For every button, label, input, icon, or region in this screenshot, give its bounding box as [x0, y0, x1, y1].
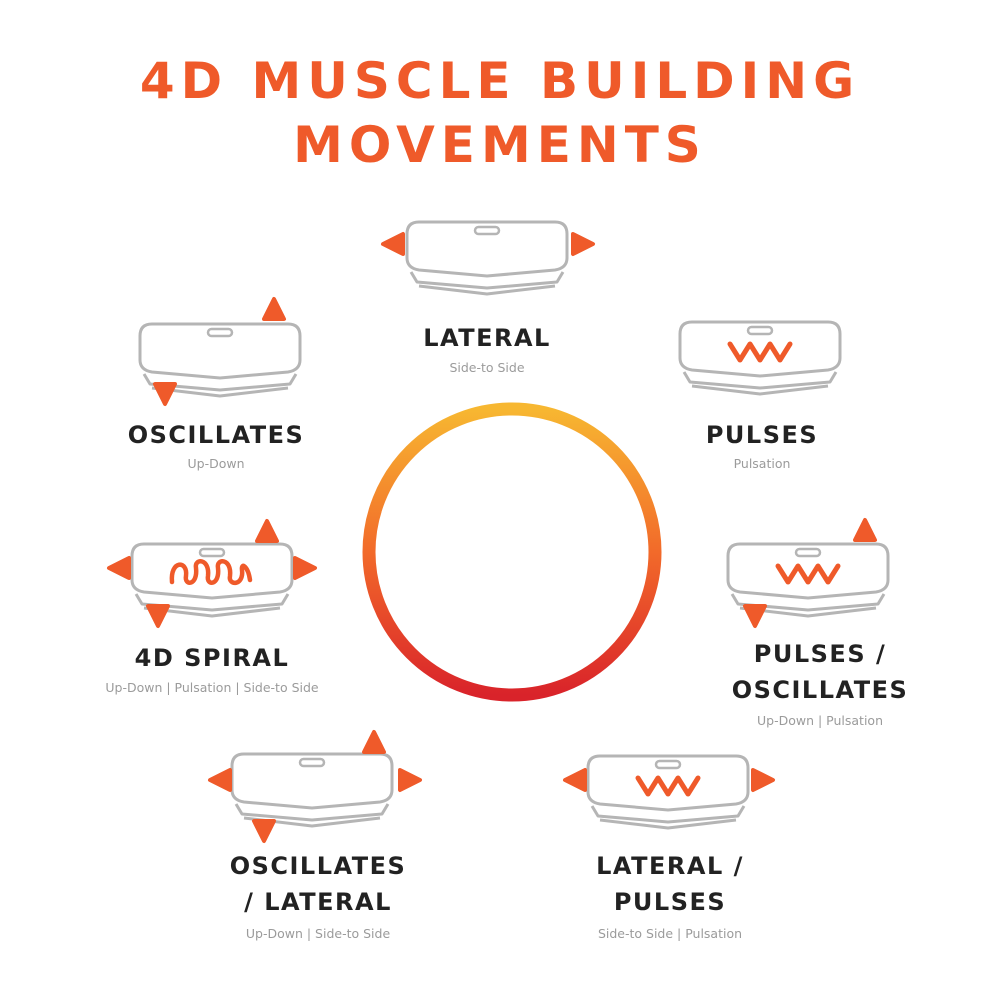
- label-oscillates-lateral: OSCILLATES / LATERAL: [229, 852, 407, 916]
- label-pulses-oscillates: PULSES / OSCILLATES: [731, 640, 909, 704]
- platform-pulses-oscillates: [726, 518, 890, 628]
- subtitle-oscillates: Up-Down: [187, 456, 245, 471]
- subtitle-pulses-oscillates: Up-Down | Pulsation: [756, 713, 883, 728]
- label-oscillates: OSCILLATES: [127, 421, 305, 449]
- platform-4d-spiral: [107, 519, 317, 628]
- subtitle-pulses: Pulsation: [733, 456, 791, 471]
- subtitle-lateral-pulses: Side-to Side | Pulsation: [597, 926, 743, 941]
- platform-pulses: [678, 320, 842, 396]
- center-ring: [362, 402, 662, 702]
- title-line-1: 4D MUSCLE BUILDING: [139, 52, 861, 110]
- platform-lateral: [381, 220, 595, 296]
- platform-oscillates-lateral: [208, 730, 422, 843]
- title-line-2: MOVEMENTS: [293, 116, 707, 174]
- label-pulses: PULSES: [705, 421, 819, 449]
- subtitle-lateral: Side-to Side: [449, 360, 525, 375]
- label-lateral-pulses: LATERAL / PULSES: [596, 852, 744, 916]
- label-lateral: LATERAL: [423, 324, 551, 352]
- platform-lateral-pulses: [563, 754, 775, 830]
- subtitle-4d-spiral: Up-Down | Pulsation | Side-to Side: [105, 680, 319, 695]
- label-4d-spiral: 4D SPIRAL: [134, 644, 290, 672]
- platform-oscillates: [138, 297, 302, 406]
- subtitle-oscillates-lateral: Up-Down | Side-to Side: [245, 926, 391, 941]
